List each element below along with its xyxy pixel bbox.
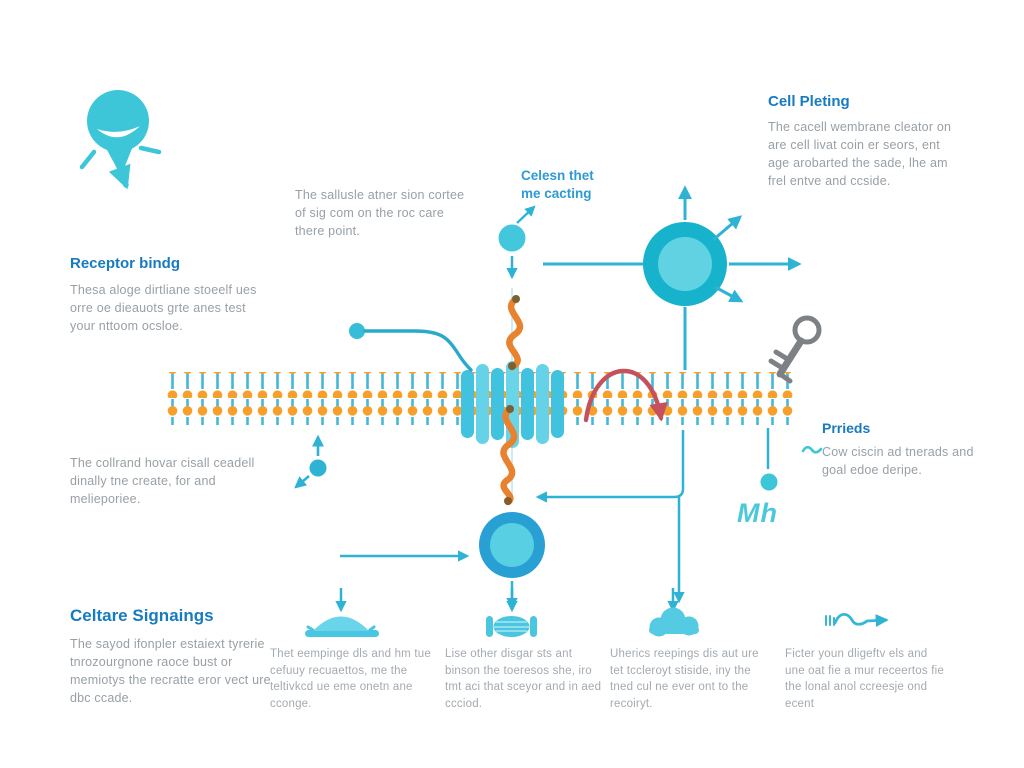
bottom-note-4: Ficter youn dligeftv els and une oat fie… <box>785 648 944 711</box>
celtare-signaings-title: Celtare Signaings <box>70 606 214 625</box>
downstream-signal-lines <box>535 430 685 604</box>
second-messenger-cell <box>340 512 545 610</box>
ligand-label: Celesn thet me cacting <box>521 168 594 201</box>
membrane-note: The collrand hovar cisall ceadell dinall… <box>70 456 255 507</box>
receptor-binding-body: Thesa aloge dirtliane stoeelf ues orre o… <box>70 283 257 334</box>
mh-label: Mh <box>737 498 778 528</box>
celtare-signaings-body: The sayod ifonpler estaiext tyrerie tnro… <box>70 637 271 706</box>
top-note: The sallusle atner sion cortee of sig co… <box>295 188 465 239</box>
recycle-arrow <box>583 368 668 423</box>
cell-pleting-body: The cacell wembrane cleator on are cell … <box>768 120 952 189</box>
ligand-dot-icon <box>498 205 536 280</box>
radiating-cell-icon <box>543 185 802 370</box>
receptor-binding-title: Receptor bindg <box>70 255 181 272</box>
prrieds-body: Cow ciscin ad tnerads and goal edoe deri… <box>822 445 974 478</box>
vesicle-dome-icon <box>305 588 379 637</box>
receptor-pointer-curve <box>349 323 473 372</box>
protein-cloud-icon <box>649 588 699 637</box>
mh-dot-line <box>760 428 778 491</box>
balloon-figure-icon <box>79 90 162 190</box>
vesicle-lens-icon <box>486 588 537 637</box>
prrieds-pointer-squiggle <box>801 445 823 454</box>
bottom-note-2: Lise other disgar sts ant binson the toe… <box>445 648 602 711</box>
signal-helix <box>500 295 524 506</box>
branch-arrows-icon <box>294 434 327 489</box>
cell-pleting-title: Cell Pleting <box>768 93 850 110</box>
transmembrane-receptor <box>461 361 564 448</box>
bottom-note-1: Thet eempinge dls and hm tue cefuuy recu… <box>270 648 431 711</box>
prrieds-title: Prrieds <box>822 420 871 436</box>
signal-wave-arrow-icon <box>825 612 889 627</box>
bottom-note-3: Uherics reepings dis aut ure tet tcclero… <box>610 648 759 711</box>
key-icon <box>768 315 822 384</box>
